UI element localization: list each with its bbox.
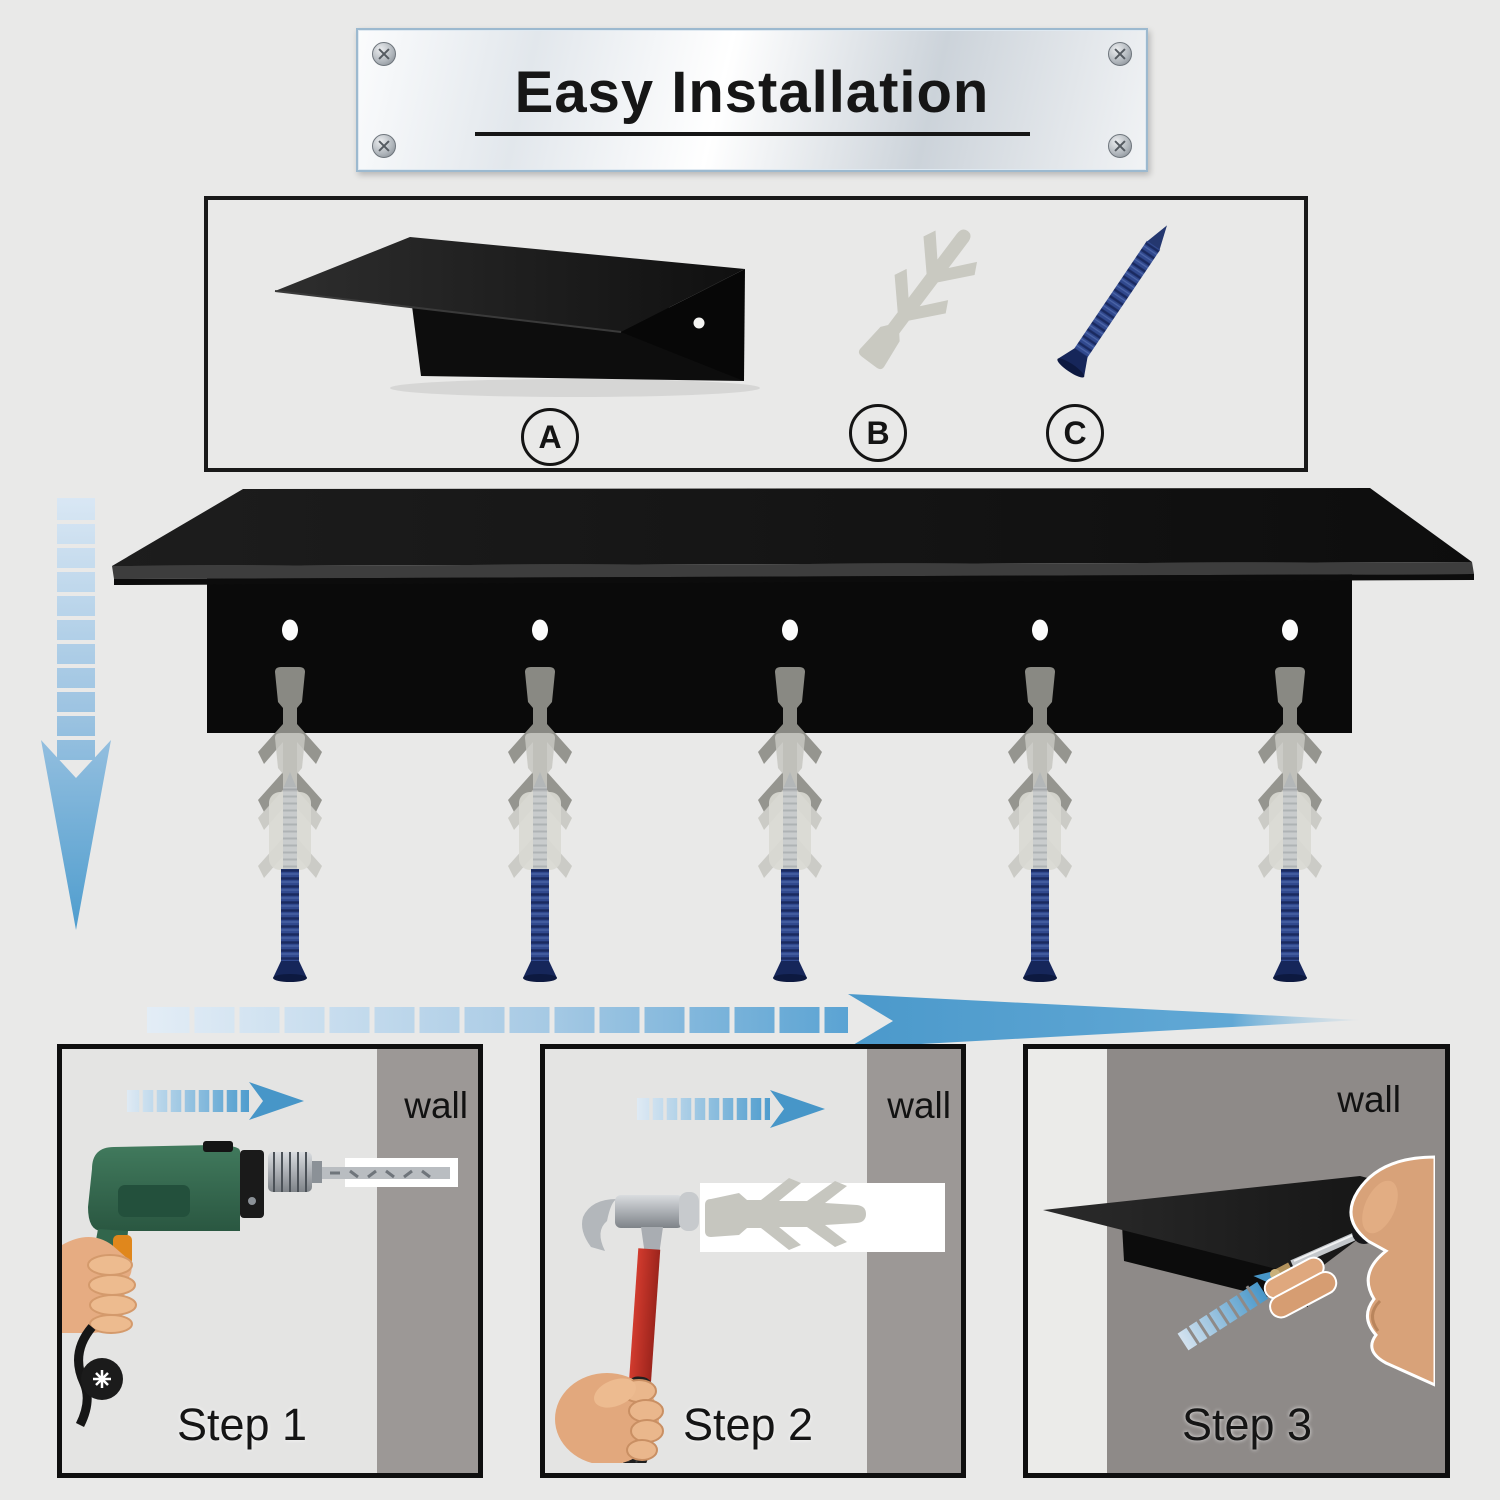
plaque-screw-icon (1108, 42, 1132, 66)
shelf-diagram (112, 488, 1474, 733)
part-letter: C (1063, 414, 1087, 451)
step-box-2: wall Step 2 (540, 1044, 966, 1478)
step-box-3: wall Step 3 (1023, 1044, 1450, 1478)
wall-label: wall (404, 1085, 468, 1126)
step2-wall-strip (867, 1049, 961, 1473)
anchor-icon (705, 1178, 866, 1250)
step-label-2: Step 2 (682, 1399, 814, 1450)
assembly-diagram (41, 488, 1474, 1048)
step1-wall-strip (377, 1049, 478, 1473)
title-underline (474, 132, 1030, 136)
hammer-icon (555, 1192, 699, 1463)
shelf-top (112, 488, 1472, 566)
step3-left-strip (1028, 1049, 1107, 1473)
part-letter: A (538, 418, 562, 455)
part-label-a: A (521, 408, 579, 466)
plaque-screw-icon (372, 134, 396, 158)
parts-box (204, 196, 1308, 472)
right-arrow-icon (147, 994, 1360, 1048)
hand-illustration (1263, 1155, 1435, 1387)
drill-illustration (62, 1082, 458, 1428)
plaque-screw-icon (1108, 134, 1132, 158)
mounting-plate (207, 570, 1352, 733)
step1-arrow-icon (127, 1082, 304, 1120)
part-label-c: C (1046, 404, 1104, 462)
page-title: Easy Installation (514, 60, 990, 125)
step-label-3: Step 3 (1181, 1399, 1313, 1450)
parts-illustration (274, 211, 1167, 397)
part-letter: B (866, 414, 890, 451)
part-label-b: B (849, 404, 907, 462)
hammer-illustration (555, 1090, 945, 1463)
wall-label: wall (1337, 1079, 1401, 1120)
part-screw-icon (1057, 225, 1167, 378)
step-label-1: Step 1 (176, 1399, 308, 1450)
down-arrow-icon (41, 498, 111, 930)
wall-label: wall (887, 1085, 951, 1126)
anchor-in-wall (700, 1178, 945, 1252)
plaque-screw-icon (372, 42, 396, 66)
star-badge-icon (93, 1370, 111, 1388)
screwdriver-illustration (1043, 1155, 1435, 1387)
title-plaque: Easy Installation (356, 28, 1148, 172)
step2-arrow-icon (637, 1090, 825, 1128)
drill-icon (62, 1141, 458, 1428)
screw-holes (282, 619, 1298, 641)
step-box-1: wall Step 1 (57, 1044, 483, 1478)
part-shelf-icon (274, 237, 760, 397)
part-anchor-icon (843, 211, 994, 382)
